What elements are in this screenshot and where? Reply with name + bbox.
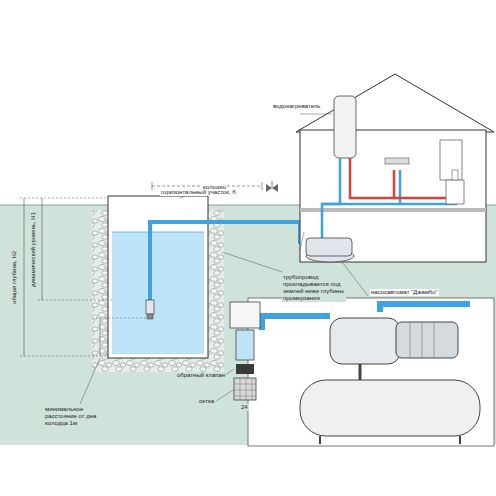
pump-label: насосавтомат "Джамбо" <box>370 289 439 296</box>
dynamic-level-label: динамический уровень, Н1 <box>30 210 37 287</box>
floor <box>300 208 486 212</box>
bottom-distance-note: минимальное расстояние от дна колодца 1м <box>44 406 108 427</box>
mesh <box>234 378 256 400</box>
heater-label: водонагреватель <box>272 103 321 110</box>
foot-valve <box>146 300 154 314</box>
pump-body <box>330 318 400 364</box>
check-valve-label: обратный клапан <box>176 372 226 379</box>
water-heater <box>334 96 356 158</box>
pipeline-note: трубопровод прокладывается под землей ни… <box>282 274 346 302</box>
toilet <box>446 180 464 204</box>
inset-frame <box>248 298 494 446</box>
mesh-label: сетка <box>198 398 215 405</box>
callout-number: 24 <box>240 404 249 411</box>
pump <box>306 238 352 256</box>
horizontal-section-label: горизонтальный участок, б <box>160 189 237 196</box>
depth-label: общая глубина, Н2 <box>11 249 18 304</box>
sink <box>385 158 409 164</box>
motor <box>396 322 458 358</box>
check-valve <box>236 330 254 360</box>
house <box>300 130 486 262</box>
water <box>112 232 204 354</box>
check-valve-body <box>236 364 254 374</box>
roof <box>296 74 494 132</box>
pressure-tank <box>300 380 480 436</box>
suction-pipe <box>150 222 300 300</box>
